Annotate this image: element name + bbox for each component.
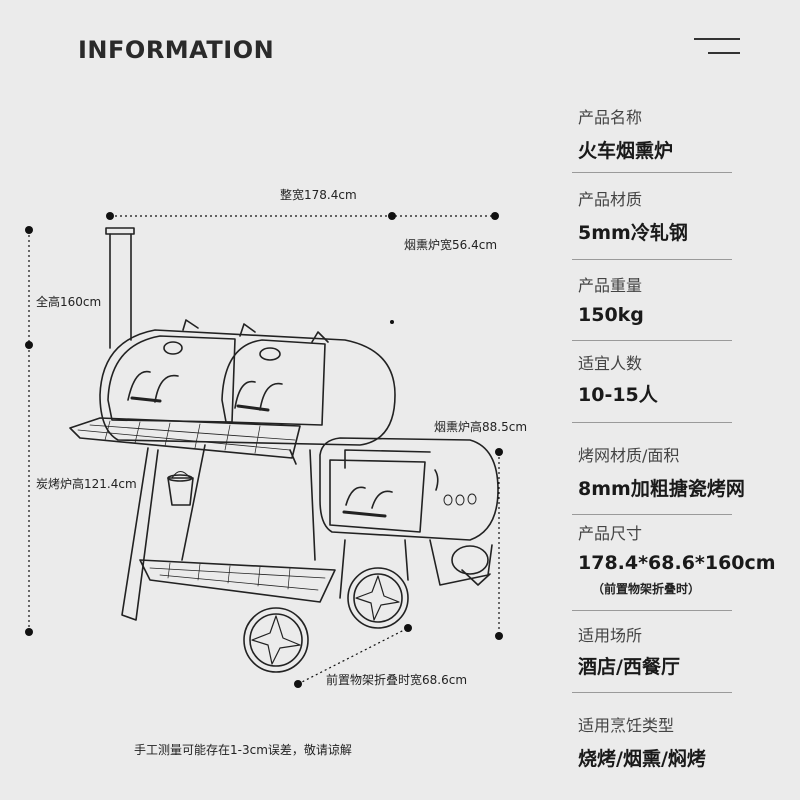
spec-value: 178.4*68.6*160cm bbox=[578, 552, 776, 574]
grill-height-label: 炭烤炉高121.4cm bbox=[36, 477, 137, 491]
spec-label: 烤网材质/面积 bbox=[578, 446, 680, 465]
spec-value: 烧烤/烟熏/焖烤 bbox=[578, 748, 706, 770]
menu-icon-bar bbox=[694, 38, 740, 40]
spec-divider bbox=[572, 422, 732, 423]
spec-divider bbox=[572, 340, 732, 341]
page-title: INFORMATION bbox=[78, 36, 275, 64]
spec-value: 8mm加粗搪瓷烤网 bbox=[578, 478, 745, 500]
spec-divider bbox=[572, 610, 732, 611]
spec-value: 火车烟熏炉 bbox=[578, 140, 674, 162]
dimension-markers bbox=[25, 212, 503, 688]
wheels-illustration bbox=[243, 567, 409, 673]
spec-label: 适用烹饪类型 bbox=[578, 716, 675, 735]
spec-label: 产品重量 bbox=[578, 276, 643, 295]
spec-value: 5mm冷轧钢 bbox=[578, 222, 688, 244]
chimney-illustration bbox=[105, 227, 135, 349]
smoker-width-label: 烟熏炉宽56.4cm bbox=[404, 238, 498, 252]
menu-icon-bar bbox=[708, 52, 740, 54]
folded-width-marker bbox=[294, 624, 412, 688]
spec-label: 适用场所 bbox=[578, 626, 643, 645]
measurement-note: 手工测量可能存在1-3cm误差，敬请谅解 bbox=[134, 743, 352, 757]
front-shelf-illustration bbox=[69, 417, 301, 465]
menu-icon[interactable] bbox=[694, 36, 742, 56]
spec-note: （前置物架折叠时） bbox=[592, 582, 701, 596]
spec-value: 10-15人 bbox=[578, 384, 658, 406]
spec-divider bbox=[572, 259, 732, 260]
overall-width-label: 整宽178.4cm bbox=[280, 188, 357, 202]
total-height-label: 全高160cm bbox=[36, 295, 102, 309]
spec-label: 产品尺寸 bbox=[578, 524, 643, 543]
spec-divider bbox=[572, 692, 732, 693]
spec-label: 产品名称 bbox=[578, 108, 643, 127]
spec-value: 酒店/西餐厅 bbox=[578, 656, 680, 678]
product-diagram bbox=[25, 212, 503, 688]
smoker-height-marker bbox=[495, 448, 503, 640]
spec-value: 150kg bbox=[578, 304, 644, 326]
legs-illustration bbox=[121, 444, 336, 621]
smoker-height-label: 烟熏炉高88.5cm bbox=[434, 420, 528, 434]
smoker-illustration bbox=[319, 437, 499, 599]
total-height-marker bbox=[25, 226, 33, 636]
spec-divider bbox=[572, 172, 732, 173]
overall-width-marker bbox=[106, 212, 499, 220]
spec-label: 适宜人数 bbox=[578, 354, 643, 373]
folded-width-label: 前置物架折叠时宽68.6cm bbox=[326, 673, 468, 687]
spec-divider bbox=[572, 514, 732, 515]
spec-label: 产品材质 bbox=[578, 190, 643, 209]
grill-barrel-illustration bbox=[99, 319, 396, 446]
